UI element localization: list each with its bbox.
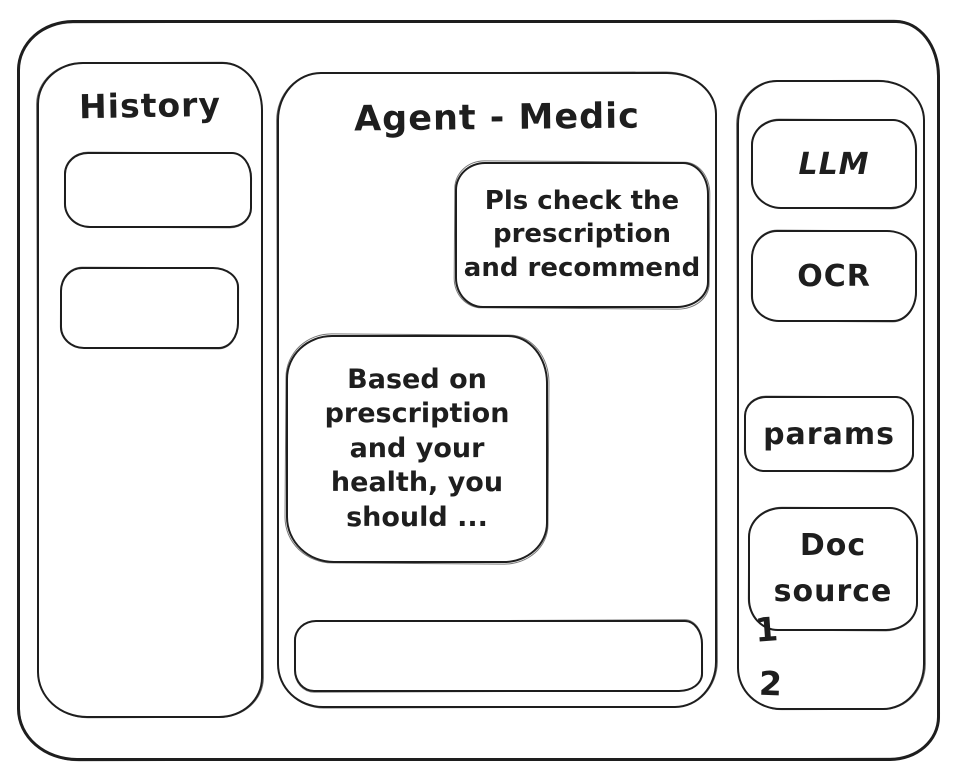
params-button[interactable]: params [744, 396, 914, 472]
history-panel: History [37, 62, 263, 718]
chat-message-user: Pls check the prescription and recommend [455, 162, 709, 308]
history-item[interactable] [60, 267, 239, 349]
doc-source-item-2[interactable]: 2 [758, 663, 783, 704]
history-panel-title: History [78, 84, 222, 127]
page-title: Agent - Medic [353, 96, 641, 140]
history-item[interactable] [64, 152, 252, 228]
tools-panel: LLM OCR params Doc source 1 2 [737, 80, 925, 710]
chat-input[interactable] [294, 620, 703, 692]
llm-button[interactable]: LLM [751, 119, 917, 209]
chat-panel: Agent - Medic Pls check the prescription… [277, 72, 717, 708]
doc-source-item-1[interactable]: 1 [753, 609, 780, 650]
ocr-button[interactable]: OCR [751, 230, 917, 322]
doc-source-button[interactable]: Doc source [748, 507, 918, 631]
chat-message-assistant: Based on prescription and your health, y… [286, 335, 548, 563]
